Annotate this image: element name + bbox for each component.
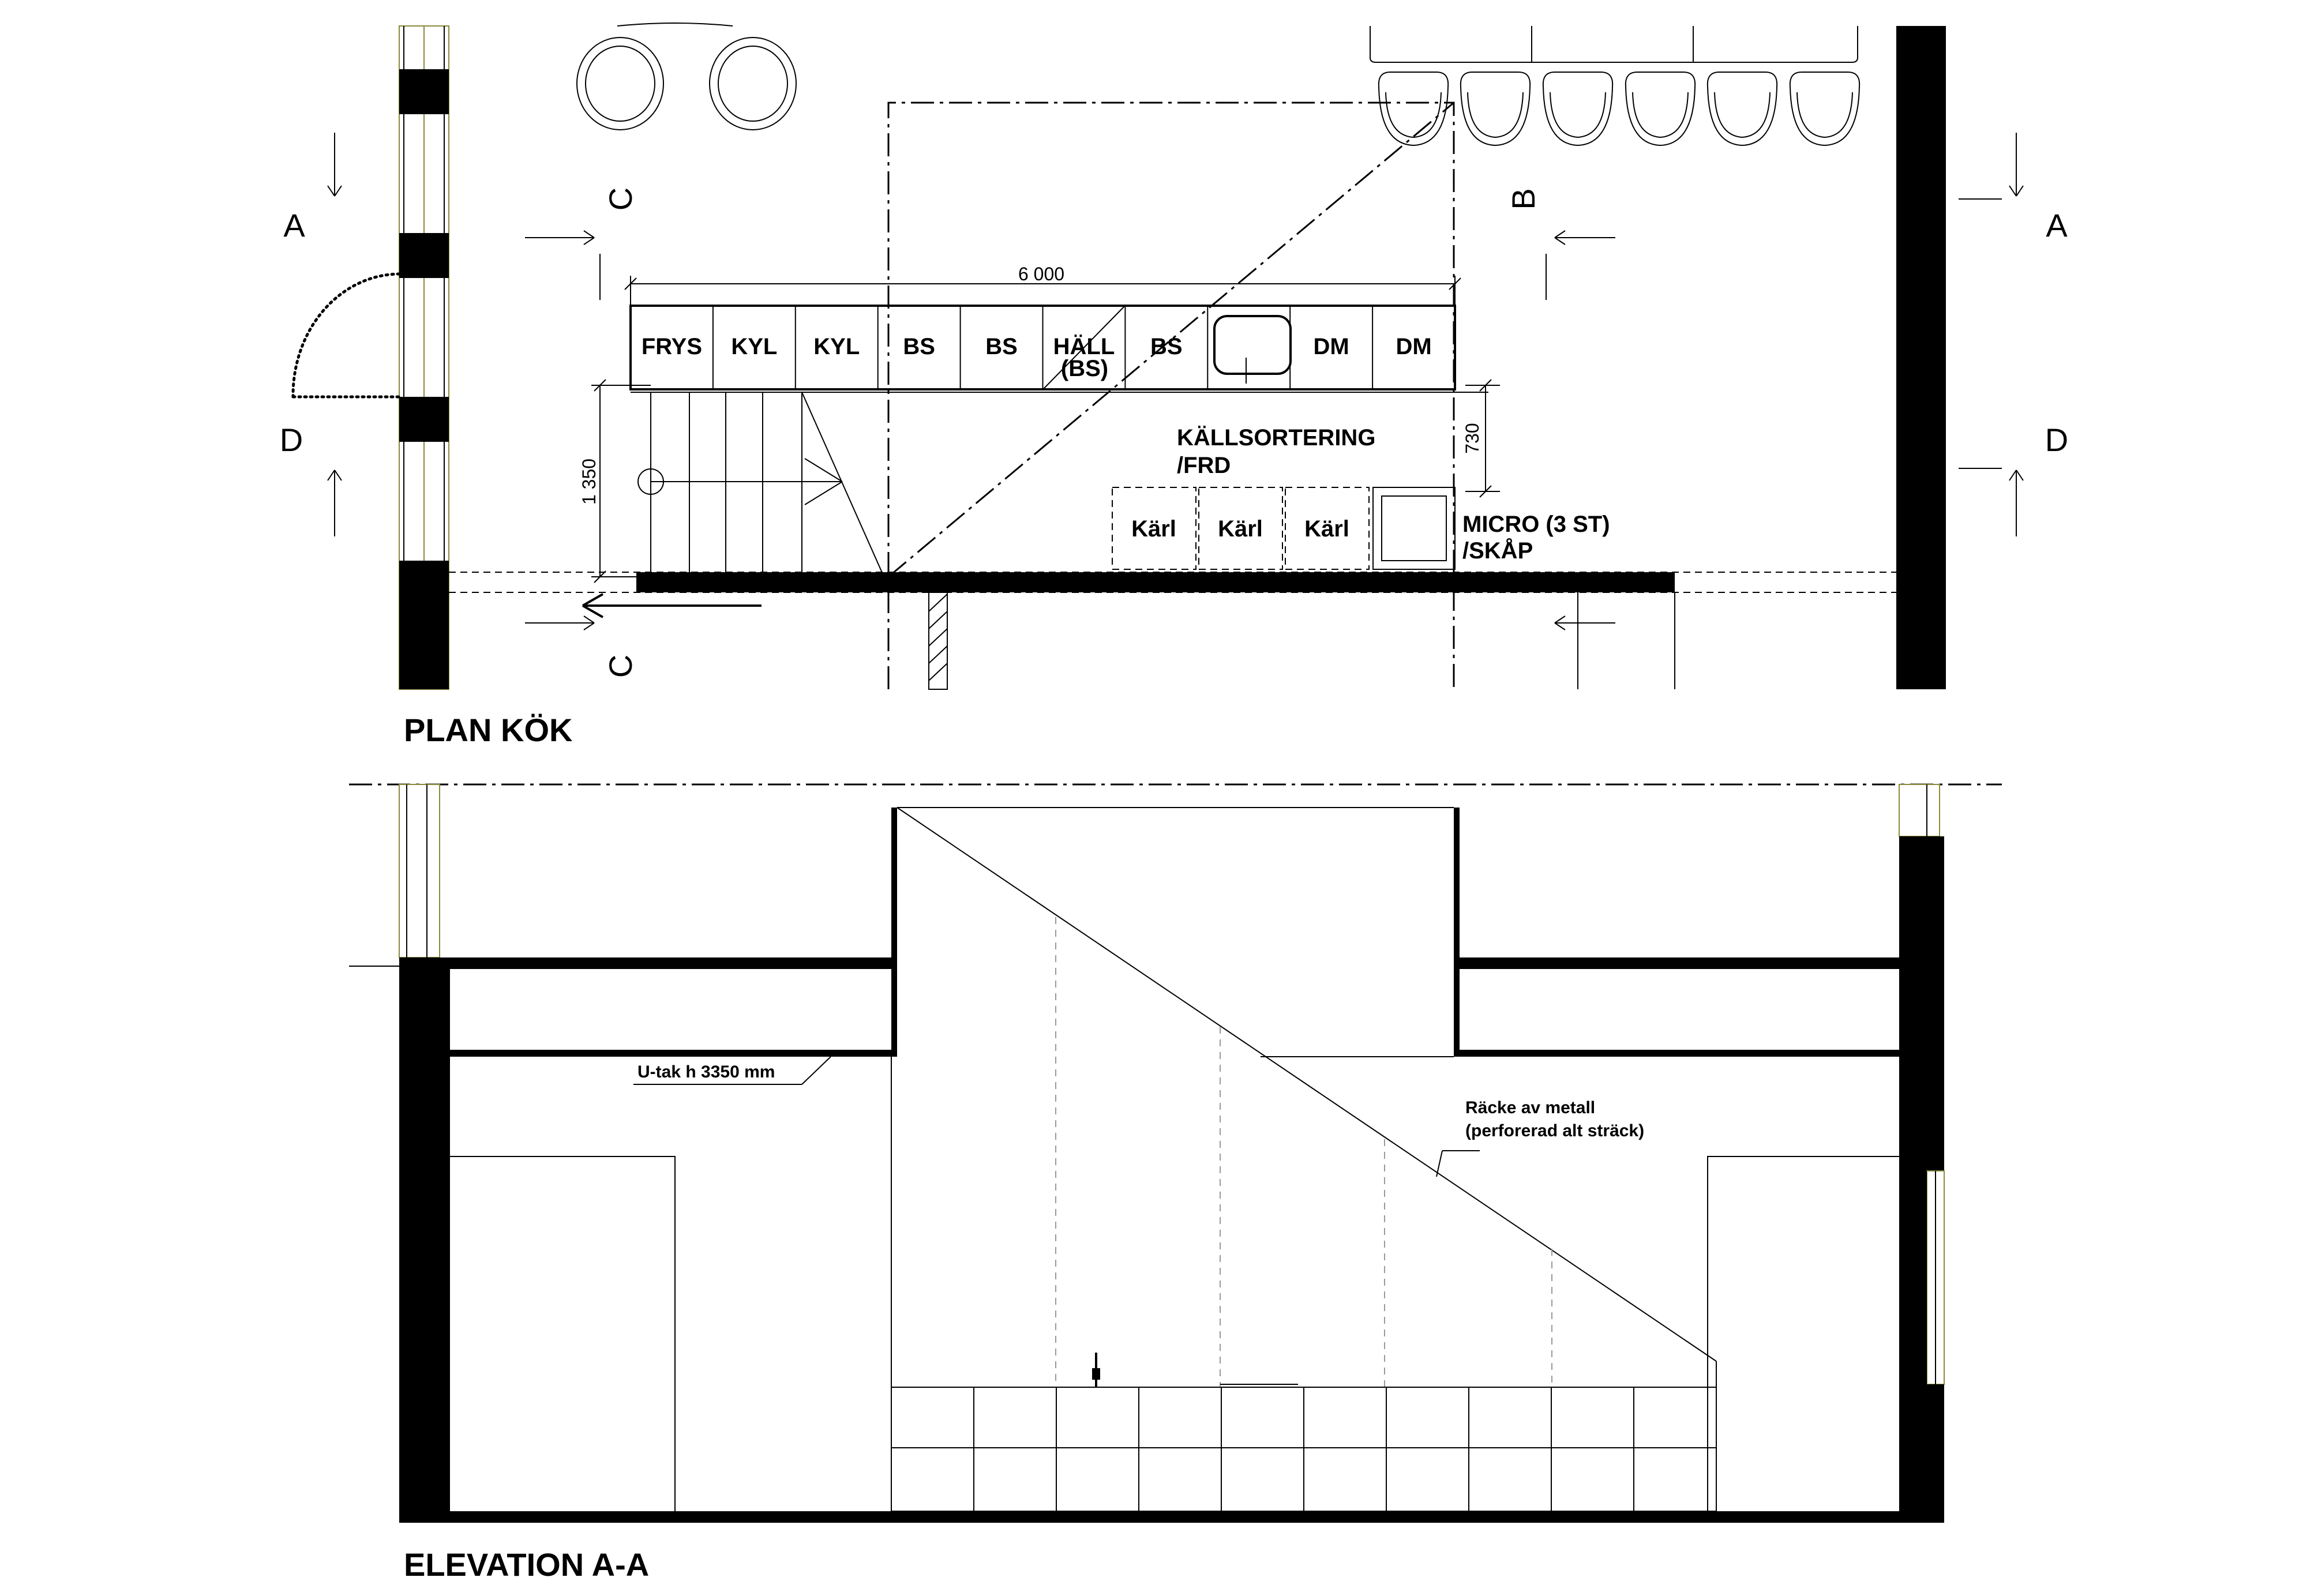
plan-bench-seating: [1370, 26, 1861, 147]
section-a-right: A: [2046, 207, 2068, 243]
dimension-730-label: 730: [1462, 423, 1483, 453]
section-b-markers: B: [1505, 188, 1615, 630]
plan-column: [928, 592, 948, 690]
bench-chair-inner: [1632, 92, 1689, 138]
cabinet-label: BS: [985, 334, 1018, 359]
bench-chair: [1378, 72, 1449, 147]
elevation-doorways: [450, 1156, 1899, 1511]
ceiling-note-label: U-tak h 3350 mm: [637, 1062, 775, 1081]
plan-title: PLAN KÖK: [404, 712, 572, 748]
bench-chair-inner: [1714, 92, 1771, 138]
plan-view: 6 000 FRYS KYL KYL BS BS HÄLL BS DM DM (BS): [280, 22, 2068, 748]
elevation-ceilings: [450, 807, 1899, 1057]
plan-left-wall: [399, 25, 449, 690]
bench-chair: [1625, 72, 1696, 147]
plan-dimension-730: 730: [1462, 379, 1500, 498]
micro-label: MICRO (3 ST): [1462, 512, 1610, 537]
plan-section-line: [449, 572, 1896, 618]
plan-counter-wall: [636, 572, 1675, 592]
cabinet-label: HÄLL: [1053, 334, 1115, 359]
bench-chair: [1542, 72, 1614, 147]
railing-note-label: Räcke av metall: [1465, 1098, 1595, 1117]
ceiling-note: U-tak h 3350 mm: [633, 1056, 831, 1085]
kallsortering-sub-label: /FRD: [1177, 453, 1231, 478]
elevation-left-wall: [349, 784, 450, 1523]
cabinet-label: DM: [1396, 334, 1431, 359]
railing-note: Räcke av metall (perforerad alt sträck): [1436, 1098, 1644, 1177]
plan-dimension-1350: 1 350: [579, 379, 651, 583]
elevation-floor: [399, 1511, 1944, 1523]
plan-cabinet-run: FRYS KYL KYL BS BS HÄLL BS DM DM (BS): [629, 305, 1488, 393]
plan-karl-boxes: Kärl Kärl Kärl: [1112, 487, 1370, 570]
bench-chair-inner: [1385, 92, 1442, 138]
cabinet-label: BS: [1150, 334, 1183, 359]
plan-sink: [1213, 315, 1292, 375]
cabinet-label: KYL: [731, 334, 777, 359]
section-d-right: D: [2045, 422, 2068, 458]
cabinet-label: DM: [1314, 334, 1349, 359]
plan-door-swing: [291, 272, 401, 399]
plan-stair: [637, 392, 883, 574]
section-b-top: B: [1505, 188, 1541, 209]
dimension-1350-label: 1 350: [579, 459, 599, 505]
cabinet-label: BS: [903, 334, 935, 359]
bench-chair: [1706, 72, 1778, 147]
micro-sub-label: /SKÅP: [1462, 538, 1533, 564]
bench-chair-inner: [1796, 92, 1853, 138]
cabinet-label: FRYS: [642, 334, 702, 359]
bench-chair-inner: [1550, 92, 1606, 138]
section-c-bottom: C: [602, 655, 639, 678]
section-markers-left: A D: [280, 133, 342, 536]
karl-label-3: Kärl: [1304, 516, 1349, 542]
plan-lounge-chairs: [576, 22, 797, 130]
plan-micro-cabinet: MICRO (3 ST) /SKÅP: [1372, 487, 1610, 570]
section-c-markers: C C: [525, 187, 639, 678]
plan-right-wall: [1896, 26, 1946, 689]
elevation-view: U-tak h 3350 mm Räcke av metall (perfore…: [349, 783, 2002, 1583]
cabinet-label: KYL: [813, 334, 860, 359]
dimension-6000-label: 6 000: [1018, 264, 1064, 284]
elevation-railing: [897, 807, 1717, 1387]
karl-label-2: Kärl: [1218, 516, 1263, 542]
elevation-lower-cabinets: [891, 1353, 1717, 1512]
section-markers-right: A D: [1959, 133, 2068, 536]
plan-void-outline: [887, 102, 1455, 689]
section-c-top: C: [602, 187, 639, 211]
kallsortering-label: KÄLLSORTERING: [1177, 425, 1375, 450]
railing-note-sub-label: (perforerad alt sträck): [1465, 1121, 1644, 1140]
elevation-title: ELEVATION A-A: [404, 1546, 649, 1583]
bench-chair: [1460, 72, 1531, 147]
bench-chair-inner: [1467, 92, 1524, 138]
karl-label-1: Kärl: [1131, 516, 1176, 542]
elevation-right-wall: [1899, 784, 1945, 1523]
bench-chair: [1789, 72, 1861, 147]
cabinet-hall-sub-label: (BS): [1061, 356, 1108, 381]
section-d-left: D: [280, 422, 303, 458]
plan-dimension-6000: 6 000: [624, 264, 1461, 306]
section-a-left: A: [283, 207, 305, 243]
